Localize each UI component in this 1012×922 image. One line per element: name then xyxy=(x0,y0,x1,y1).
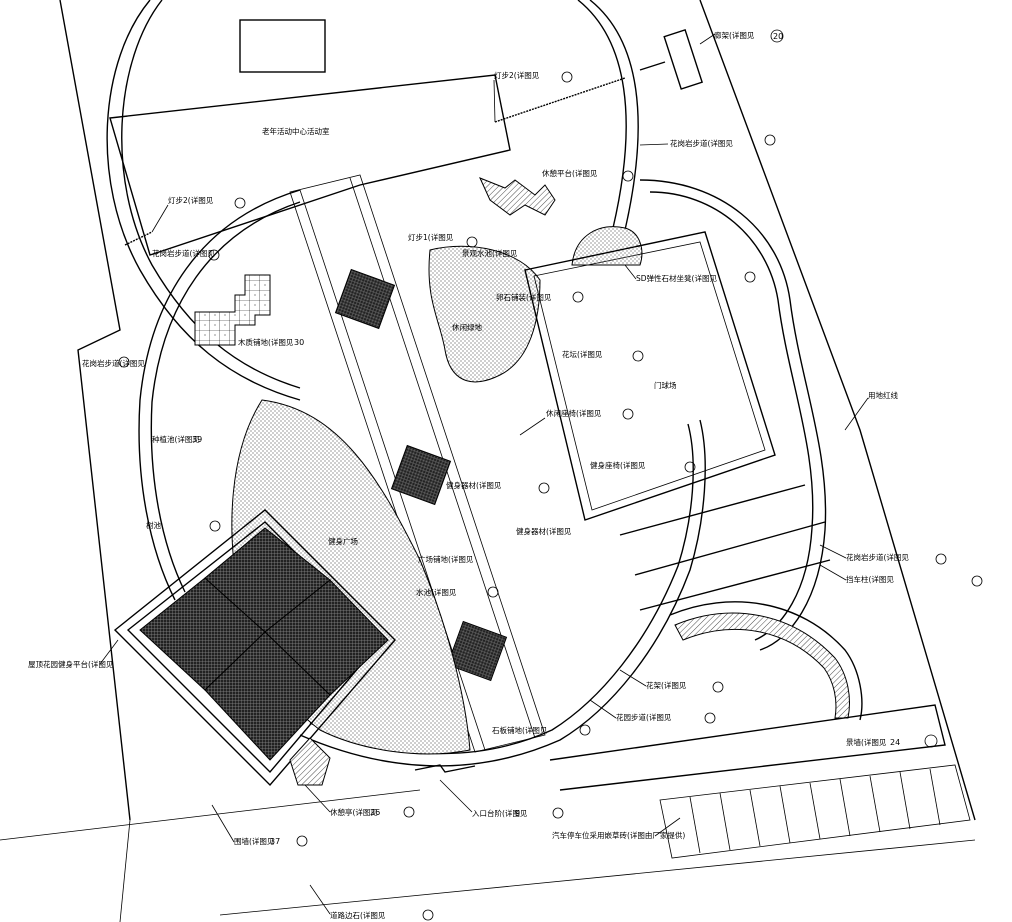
fence-num: 24 xyxy=(890,738,900,747)
flower-bed-label: 花坛(详图见 xyxy=(562,349,603,359)
lamp1-label: 灯步1(详图见 xyxy=(408,232,454,242)
water-feature-area xyxy=(428,245,541,383)
pavilion xyxy=(289,737,331,786)
pond-label: 水池(详图见 xyxy=(416,587,457,597)
lamp-chain-left xyxy=(124,231,153,246)
lamp2-left-label: 灯步2(详图见 xyxy=(168,195,214,205)
pergola-num: 20 xyxy=(773,32,783,41)
bottom-wall xyxy=(549,704,946,791)
water-feature-label: 景观水池(详图见 xyxy=(462,248,518,258)
amphitheatre-steps xyxy=(674,612,850,719)
road-curb-label: 道路边石(详图见 xyxy=(330,910,386,920)
planter-wall-label: 种植池(详图见 xyxy=(152,434,200,444)
leisure-seat-label: 休闲座椅(详图见 xyxy=(546,408,602,418)
garden-path-label: 花园步道(详图见 xyxy=(616,712,672,722)
boundary-label: 用地红线 xyxy=(868,390,898,400)
upper-ring xyxy=(106,0,639,401)
entrance-step-label: 入口台阶(详图见 xyxy=(472,808,528,818)
fitness-area-label: 健身器材(详图见 xyxy=(516,526,572,536)
granite-road-label: 花岗岩步道(详图见 xyxy=(846,552,909,562)
planter-wall-num: 39 xyxy=(192,435,202,444)
entrance-step-num: 9 xyxy=(515,809,520,818)
tree-pool-label: 树池 xyxy=(146,520,161,530)
trellis-label: 花架(详图见 xyxy=(646,680,687,690)
wall-num: 37 xyxy=(270,837,280,846)
flower-path-left-label: 花岗岩步道(详图见 xyxy=(152,248,215,258)
flower-path-label: 花岗岩步道(详图见 xyxy=(670,138,733,148)
pebble-label: 卵石铺装(详图见 xyxy=(496,292,552,302)
court-benches xyxy=(619,484,831,611)
parking-stalls xyxy=(659,764,971,859)
deck-hatch xyxy=(479,177,556,216)
roof-garden-label: 屋顶花园健身平台(详图见 xyxy=(28,659,114,669)
amphitheatre xyxy=(669,601,863,721)
pergola xyxy=(639,29,703,90)
gateball-court: 门球场 xyxy=(524,231,776,521)
viewing-deck-label: 休憩平台(详图见 xyxy=(542,168,598,178)
flower-path-left2-label: 花岗岩步道(详图见 xyxy=(82,358,145,368)
wood-deck xyxy=(194,274,271,346)
pavilion-num: 26 xyxy=(370,808,380,817)
bollard-label: 挡车柱(详图见 xyxy=(846,574,894,584)
lawn-label: 休闲绿地 xyxy=(452,322,482,332)
plaza-paving-label: 广场铺地(详图见 xyxy=(418,554,474,564)
stone-paving-label: 石板铺地(详图见 xyxy=(492,725,548,735)
roof-garden xyxy=(113,509,396,787)
sd-bench-label: SD弹性石材坐凳(详图见 xyxy=(636,273,717,283)
court-label: 门球场 xyxy=(654,380,677,390)
fence-label: 景墙(详图见 xyxy=(846,737,887,747)
fitness-seat-label: 健身座椅(详图见 xyxy=(590,460,646,470)
annotations: 廊架(详图见 20 灯步2(详图见 花岗岩步道(详图见 休憩平台(详图见 灯步2… xyxy=(28,29,983,921)
wall-label: 围墙(详图见 xyxy=(234,836,275,846)
tree-pool-2 xyxy=(390,444,452,506)
entrance-steps xyxy=(414,764,476,773)
pavilion-label: 休憩亭(详图见 xyxy=(330,807,378,817)
lamp-chain-top xyxy=(494,77,626,123)
plaza-label: 健身广场 xyxy=(328,536,358,546)
promenade xyxy=(289,174,546,753)
fitness-equip-label: 健身器材(详图见 xyxy=(446,480,502,490)
leader-lines xyxy=(99,33,869,915)
recreation-building: 老年活动中心活动室 xyxy=(109,19,511,256)
wood-deck-label: 木质铺地(详图见 xyxy=(238,337,294,347)
tree-pool-1 xyxy=(334,268,396,330)
site-boundary xyxy=(0,0,976,922)
wood-deck-num: 30 xyxy=(294,338,304,347)
recreation-room-label: 老年活动中心活动室 xyxy=(262,126,330,136)
parking-label: 汽车停车位采用嵌草砖(详图由厂家提供) xyxy=(552,830,685,840)
pergola-label: 廊架(详图见 xyxy=(714,30,755,40)
sd-bench-area xyxy=(571,226,643,266)
lamp2-top-label: 灯步2(详图见 xyxy=(494,70,540,80)
tree-pool-3 xyxy=(446,620,508,682)
